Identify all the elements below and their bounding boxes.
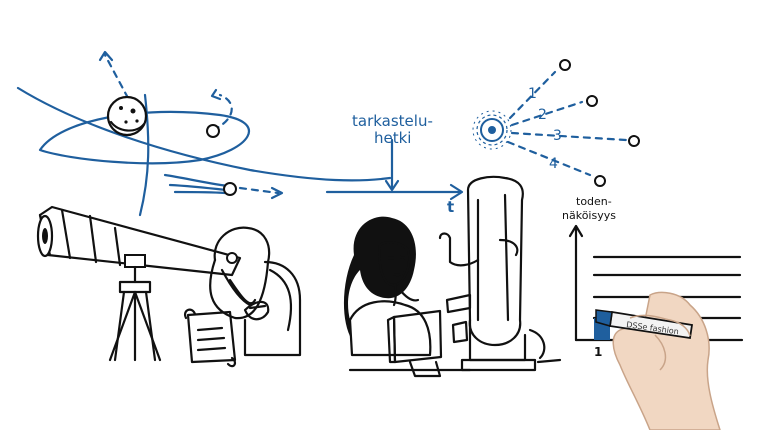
orbit-line-3 [138, 93, 150, 217]
observation-time-label-1: tarkastelu- [352, 112, 433, 130]
orbit-line-1 [16, 86, 392, 182]
moon-icon [206, 124, 220, 138]
planet-trajectory [103, 53, 130, 100]
monitor-icon [348, 309, 472, 378]
comet-icon [163, 173, 237, 196]
arrow-head [210, 88, 222, 101]
observation-arrow-head [384, 179, 400, 192]
planet-icon [106, 95, 148, 137]
probability-label-2: näköisyys [562, 209, 616, 222]
hand-with-marker-icon: DSSe fashion [595, 291, 721, 430]
scientist-icon [343, 216, 432, 357]
arrow-head [98, 50, 114, 62]
time-axis-label: t [447, 198, 454, 216]
probability-chart: toden- näköisyys 1 [562, 195, 744, 359]
observation-time-label-2: hetki [374, 129, 411, 147]
outcome-label-2: 2 [538, 107, 547, 123]
electron-microscope-icon [438, 175, 562, 372]
comet-trajectory [238, 186, 280, 195]
outcome-label-3: 3 [553, 128, 562, 144]
orbit-diagram [16, 50, 392, 217]
outcome-label-4: 4 [549, 156, 558, 172]
astronomer-icon [184, 226, 302, 368]
outcome-label-1: 1 [528, 86, 537, 102]
probability-label-1: toden- [576, 195, 612, 208]
time-axis-arrow [449, 183, 464, 201]
arrow-head [270, 186, 284, 200]
timeline: tarkastelu- hetki t [325, 112, 464, 216]
telescope-icon [36, 205, 242, 362]
orbit-line-2 [38, 110, 251, 165]
particle-outcomes: 1 2 3 4 [472, 59, 640, 187]
graph-tick-label: 1 [594, 345, 602, 359]
